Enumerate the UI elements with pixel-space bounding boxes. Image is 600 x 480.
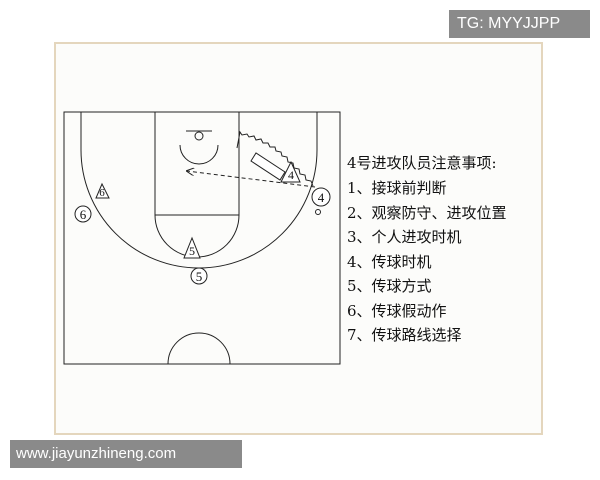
note-item: 1、接球前判断 [347,179,447,197]
ball-marker [315,209,321,215]
defense-players: 6 5 4 [74,187,331,285]
attacker-label: 6 [99,187,105,199]
defender-4: 4 [311,187,331,207]
paint-key [154,111,240,216]
play-lines [187,130,321,215]
attacker-4: 4 [280,160,301,183]
three-point-line [80,112,318,269]
note-item: 2、观察防守、进攻位置 [347,203,507,222]
free-throw-upper-arc [179,144,219,165]
defender-label: 4 [318,190,325,205]
defender-5: 5 [190,267,208,285]
note-item: 3、个人进攻时机 [347,228,462,246]
defender-label: 5 [196,269,203,284]
diagram-frame [54,42,543,435]
note-item: 5、传球方式 [347,277,432,295]
attacker-label: 5 [189,244,195,258]
notes-list: 1、接球前判断 2、观察防守、进攻位置 3、个人进攻时机 4、传球时机 5、传球… [347,176,507,348]
defender-label: 6 [80,207,87,222]
note-item: 4、传球时机 [347,252,432,271]
dribble-drive-shape [250,152,286,181]
center-circle-arc [167,332,231,365]
attacker-label: 4 [288,168,294,182]
defender-6: 6 [74,205,92,223]
attacker-6: 6 [95,182,110,199]
cut-arrow-zigzag [236,130,314,187]
attacker-5: 5 [183,236,201,259]
telegram-watermark: TG: MYYJJPP [449,10,590,38]
site-watermark: www.jiayunzhineng.com [10,440,242,468]
notes-title: 4号进攻队员注意事项: [347,154,497,172]
hoop [194,131,204,141]
pass-line-dashed [187,171,316,188]
offense-players: 6 5 4 [95,160,301,259]
note-item: 7、传球路线选择 [347,326,462,344]
note-item: 6、传球假动作 [347,301,447,320]
half-court-boundary [63,111,341,365]
notes-panel: 4号进攻队员注意事项: 1、接球前判断 2、观察防守、进攻位置 3、个人进攻时机… [347,150,507,348]
